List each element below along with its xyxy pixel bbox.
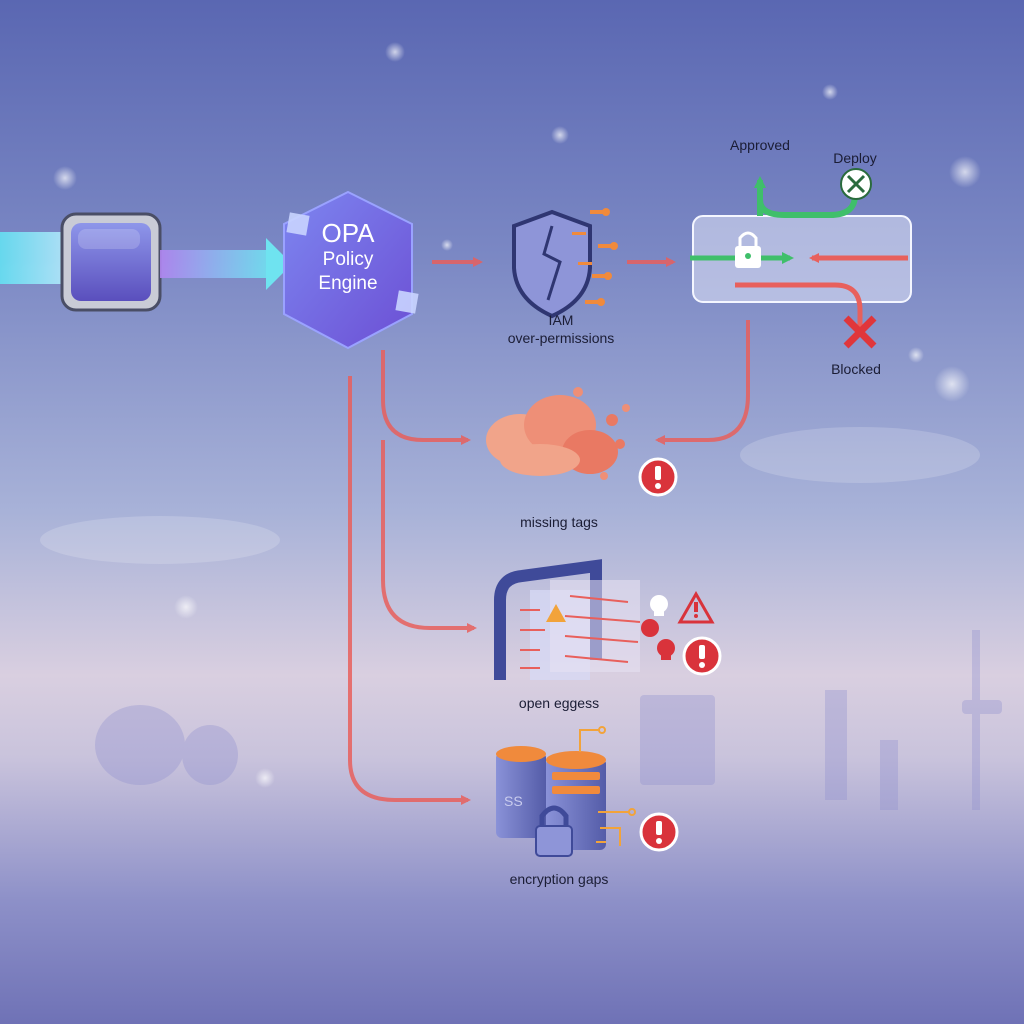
lock-icon: [735, 231, 761, 268]
pipeline-source-icon[interactable]: [60, 212, 162, 312]
deploy-x-icon[interactable]: [840, 168, 872, 200]
skull-icon: [641, 595, 675, 660]
storage-lock-icon: [535, 805, 573, 857]
warning-icon: [677, 590, 715, 624]
opa-subtitle-policy: Policy: [322, 249, 374, 270]
opa-subtitle-engine: Engine: [318, 273, 378, 294]
server-icon: SS: [496, 746, 606, 850]
approved-label: Approved: [730, 137, 790, 153]
opa-policy-engine[interactable]: [283, 190, 419, 350]
open-egress-label: open eggess: [518, 695, 600, 711]
egress-alert-icon: [682, 636, 722, 676]
gate-icon: [494, 559, 641, 680]
encryption-gaps-label: encryption gaps: [509, 871, 609, 887]
shield-icon: [512, 209, 592, 319]
circuit-icon: [579, 726, 636, 846]
input-arrow: [160, 238, 292, 290]
cloud-icon: [486, 387, 630, 480]
iam-label-line2: over-permissions: [507, 330, 615, 346]
background-skyline: [40, 427, 1002, 810]
opa-title: OPA: [321, 218, 375, 248]
input-beam: [0, 232, 72, 284]
missing-tags-label: missing tags: [520, 514, 598, 530]
background-sparkles: [53, 42, 981, 788]
blocked-label: Blocked: [831, 361, 881, 377]
key-icon: [572, 208, 618, 306]
opa-engine-label: OPA Policy Engine: [288, 218, 408, 296]
blocked-x-icon: [843, 315, 877, 349]
alert-icon: [638, 457, 678, 497]
approval-gate-panel[interactable]: [690, 176, 912, 328]
iam-label-line1: IAM: [548, 312, 574, 328]
flow-arrows: [348, 257, 750, 805]
storage-label: SS: [504, 793, 523, 809]
encryption-alert-icon: [639, 812, 679, 852]
deploy-label: Deploy: [833, 150, 877, 166]
